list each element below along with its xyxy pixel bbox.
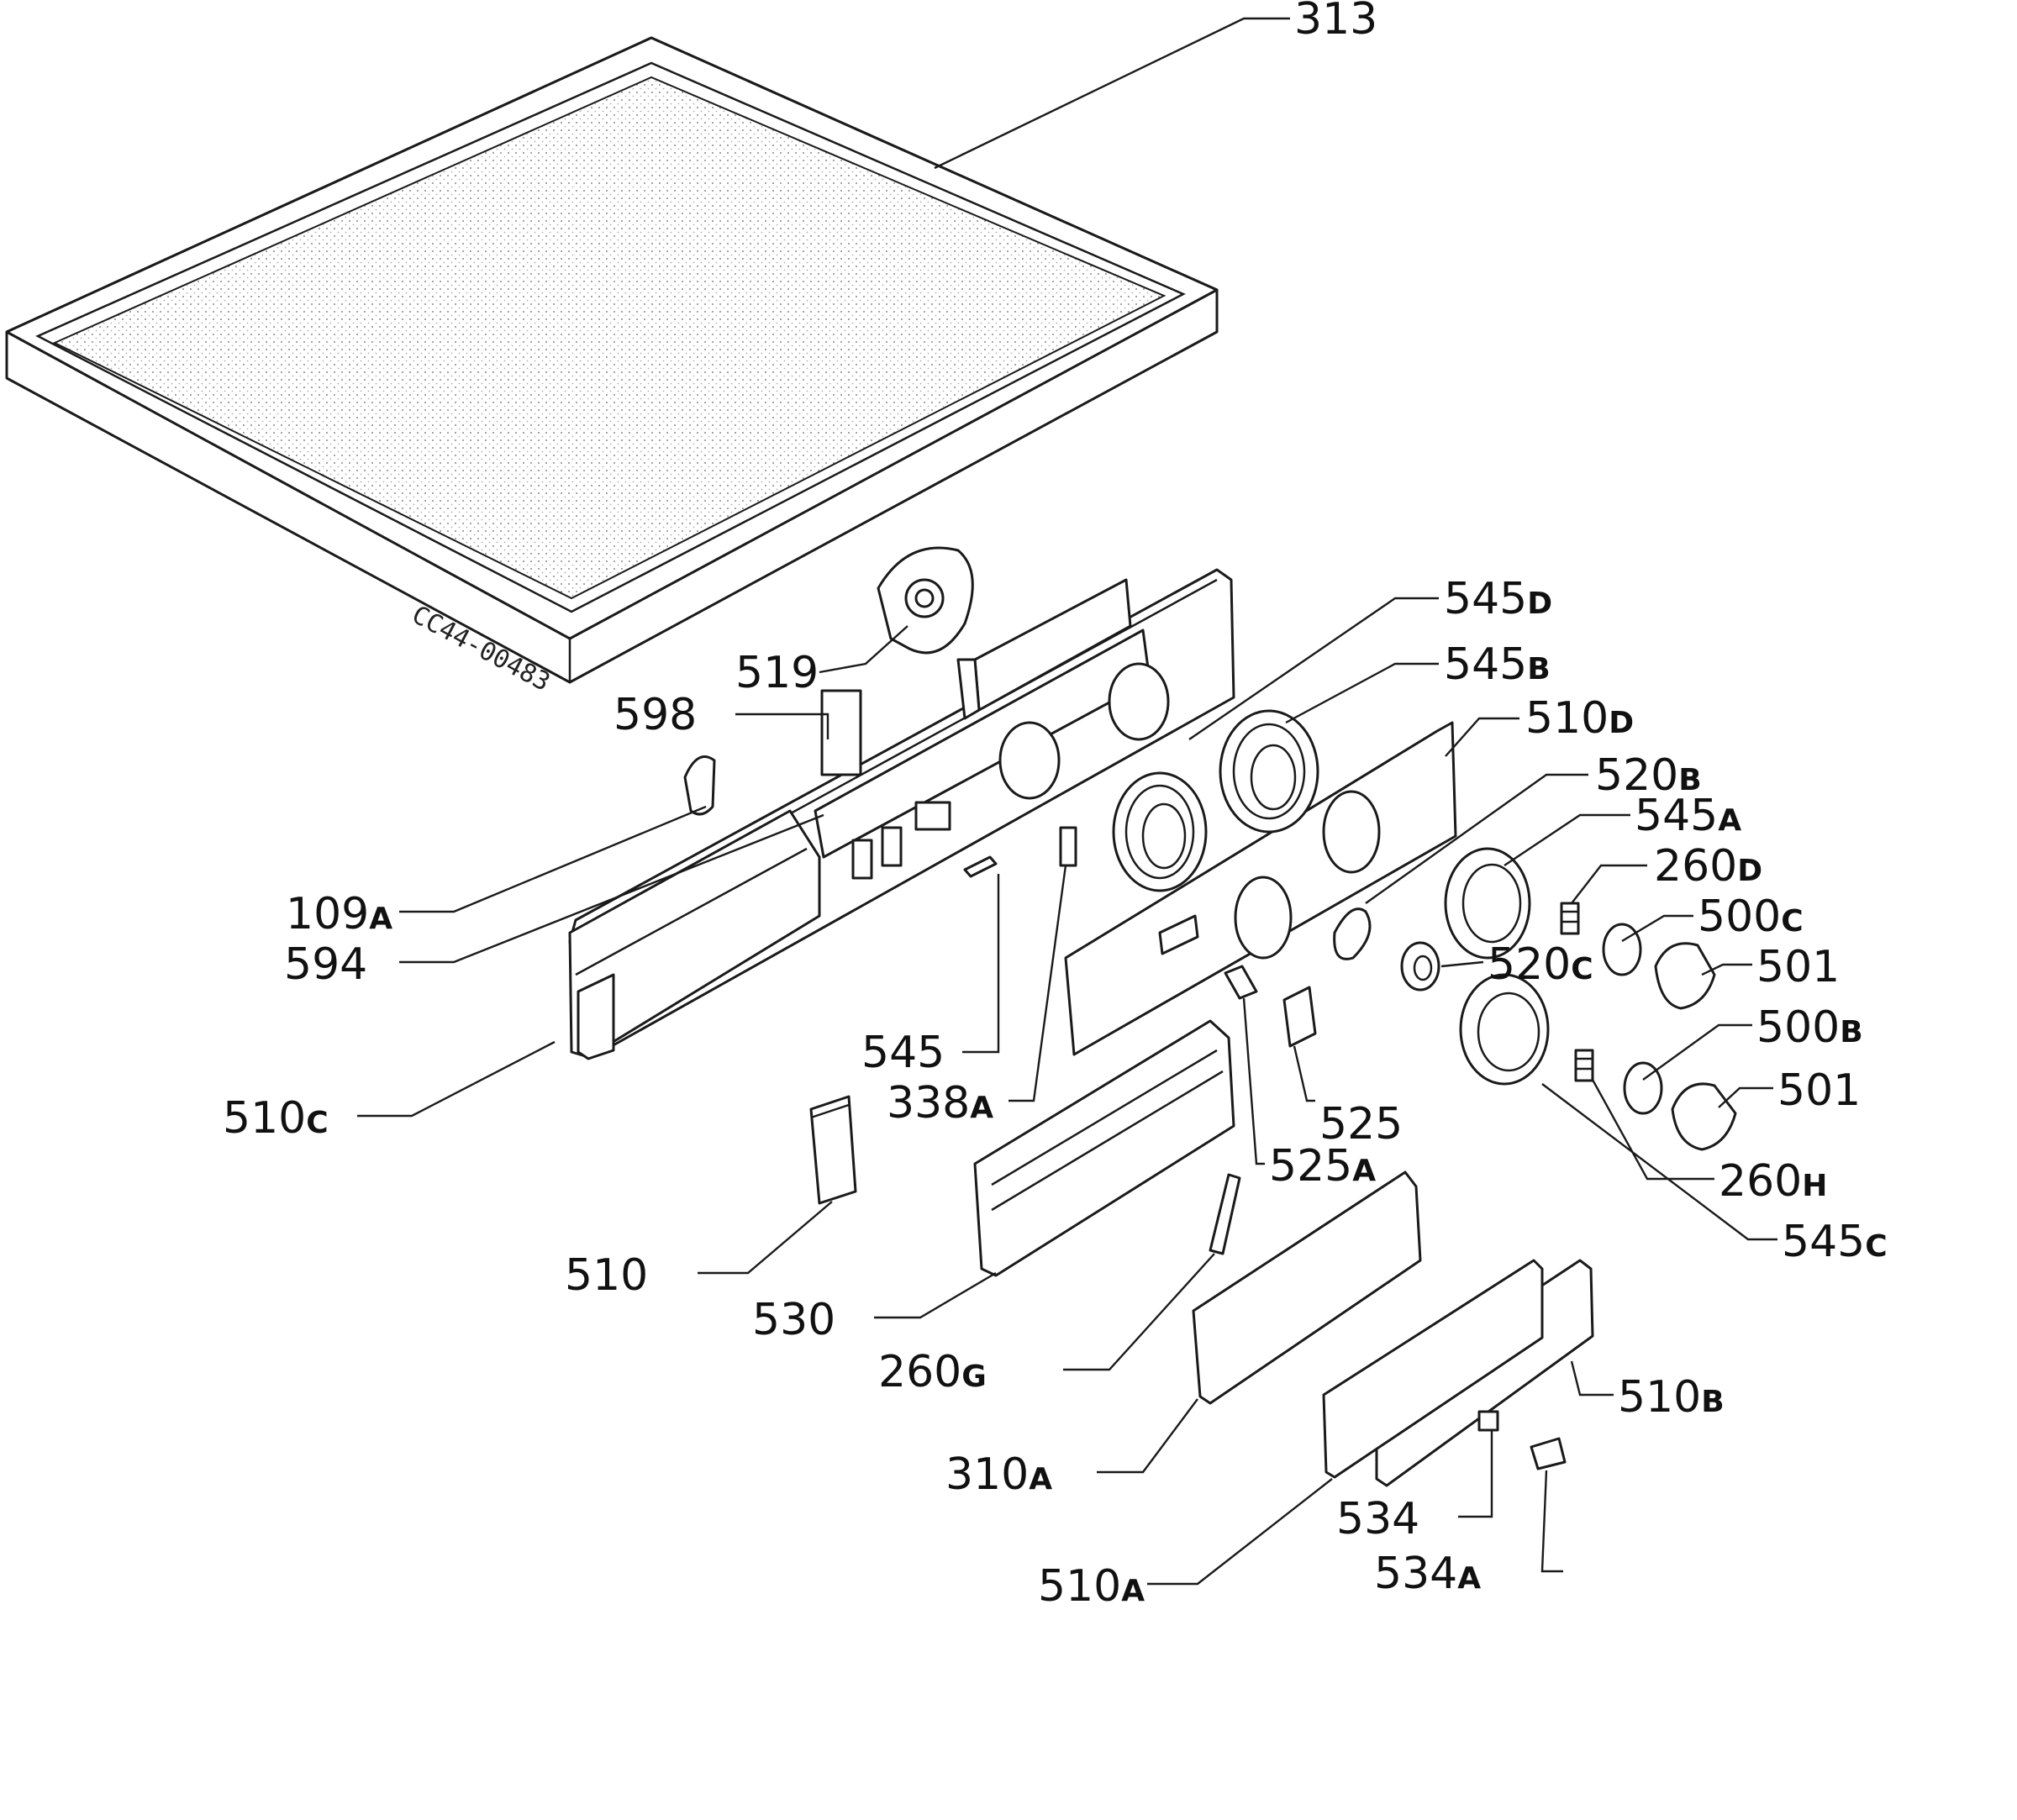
callout-545a: 545A <box>1635 791 1741 841</box>
callout-260d: 260D <box>1654 841 1762 892</box>
callout-510c: 510C <box>223 1093 329 1144</box>
bezel-plate-510d <box>1064 721 1457 1056</box>
callout-534a: 534A <box>1374 1549 1481 1599</box>
callout-545c: 545C <box>1782 1217 1888 1267</box>
spring-525a <box>1224 965 1258 1000</box>
knob-base-545a <box>1444 847 1531 960</box>
callout-500c: 500C <box>1698 892 1804 942</box>
callout-545d: 545D <box>1444 574 1552 624</box>
callout-534: 534 <box>1336 1494 1419 1544</box>
callout-310a: 310A <box>945 1449 1052 1500</box>
leader-lines <box>357 17 1777 1586</box>
callout-500b: 500B <box>1756 1002 1863 1053</box>
callout-338a: 338A <box>887 1078 993 1128</box>
callout-510: 510 <box>565 1250 648 1301</box>
callout-545: 545 <box>861 1028 945 1078</box>
callout-598: 598 <box>614 690 697 740</box>
bezel-ring-545d <box>1112 771 1208 892</box>
shaft-500c <box>1602 923 1642 976</box>
callout-594: 594 <box>284 939 367 990</box>
latch-534a <box>1530 1437 1567 1470</box>
callout-501-upper: 501 <box>1756 942 1840 992</box>
pin-338a <box>1059 826 1077 867</box>
knob-base-545c <box>1459 973 1550 1086</box>
callout-labels: 313 545D 519 545B 598 510D 520B 545A 260… <box>223 0 1888 1612</box>
callout-109a: 109A <box>286 889 392 939</box>
callout-510a: 510A <box>1038 1561 1145 1612</box>
spring-clip-260g <box>1209 1173 1241 1255</box>
callout-520c: 520C <box>1488 939 1593 990</box>
callout-520b: 520B <box>1595 750 1702 801</box>
callout-519: 519 <box>735 648 819 698</box>
shaft-500b <box>1623 1061 1663 1115</box>
switch-525 <box>1282 986 1317 1048</box>
callout-510b: 510B <box>1618 1372 1725 1423</box>
pin-545 <box>963 855 998 878</box>
callout-313: 313 <box>1294 0 1377 45</box>
callout-545b: 545B <box>1444 639 1551 690</box>
spring-260d <box>1560 902 1580 935</box>
knob-501-upper <box>1654 942 1716 1010</box>
clip-109a <box>683 755 716 816</box>
knob-insert-520b <box>1333 907 1372 960</box>
latch-534 <box>1477 1410 1499 1432</box>
panel-cover-510a <box>1322 1259 1544 1479</box>
bezel-ring-545b <box>1219 709 1319 834</box>
knob-insert-520c <box>1400 941 1440 992</box>
callout-501-lower: 501 <box>1777 1065 1861 1116</box>
drawer-530 <box>973 1019 1235 1277</box>
callout-525: 525 <box>1319 1099 1403 1149</box>
callout-260g: 260G <box>878 1347 987 1397</box>
callout-530: 530 <box>752 1295 835 1345</box>
knob-501-lower <box>1671 1082 1737 1151</box>
top-lid-313 <box>5 36 1219 684</box>
callout-510d: 510D <box>1525 693 1634 744</box>
spring-260h <box>1574 1049 1594 1082</box>
drawer-lid-310a <box>1192 1170 1422 1405</box>
callout-260h: 260H <box>1719 1156 1827 1207</box>
callout-525a: 525A <box>1269 1141 1376 1191</box>
disc-519 <box>877 546 974 655</box>
bracket-510 <box>809 1095 857 1205</box>
trim-strip-510c <box>568 809 821 1060</box>
